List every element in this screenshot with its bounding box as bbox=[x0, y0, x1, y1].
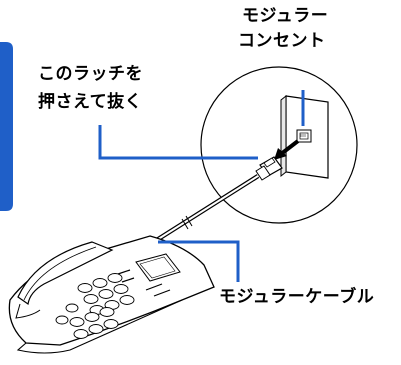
label-modular-jack-line1: モジュラー bbox=[242, 6, 329, 26]
telephone-keypad bbox=[55, 273, 135, 339]
modular-plug bbox=[255, 156, 283, 181]
label-latch-line1: このラッチを bbox=[38, 64, 143, 84]
telephone bbox=[8, 235, 215, 354]
callout-lines bbox=[98, 90, 305, 282]
callout-modular-cable bbox=[158, 240, 240, 282]
label-modular-jack-line2: コンセント bbox=[238, 31, 326, 51]
modular-cable bbox=[150, 174, 260, 245]
label-modular-cable: モジュラーケーブル bbox=[219, 287, 375, 307]
callout-latch bbox=[98, 125, 258, 160]
side-tab bbox=[0, 42, 13, 211]
label-latch-line2: 押さえて抜く bbox=[38, 92, 143, 112]
unplug-arrow bbox=[274, 139, 300, 160]
